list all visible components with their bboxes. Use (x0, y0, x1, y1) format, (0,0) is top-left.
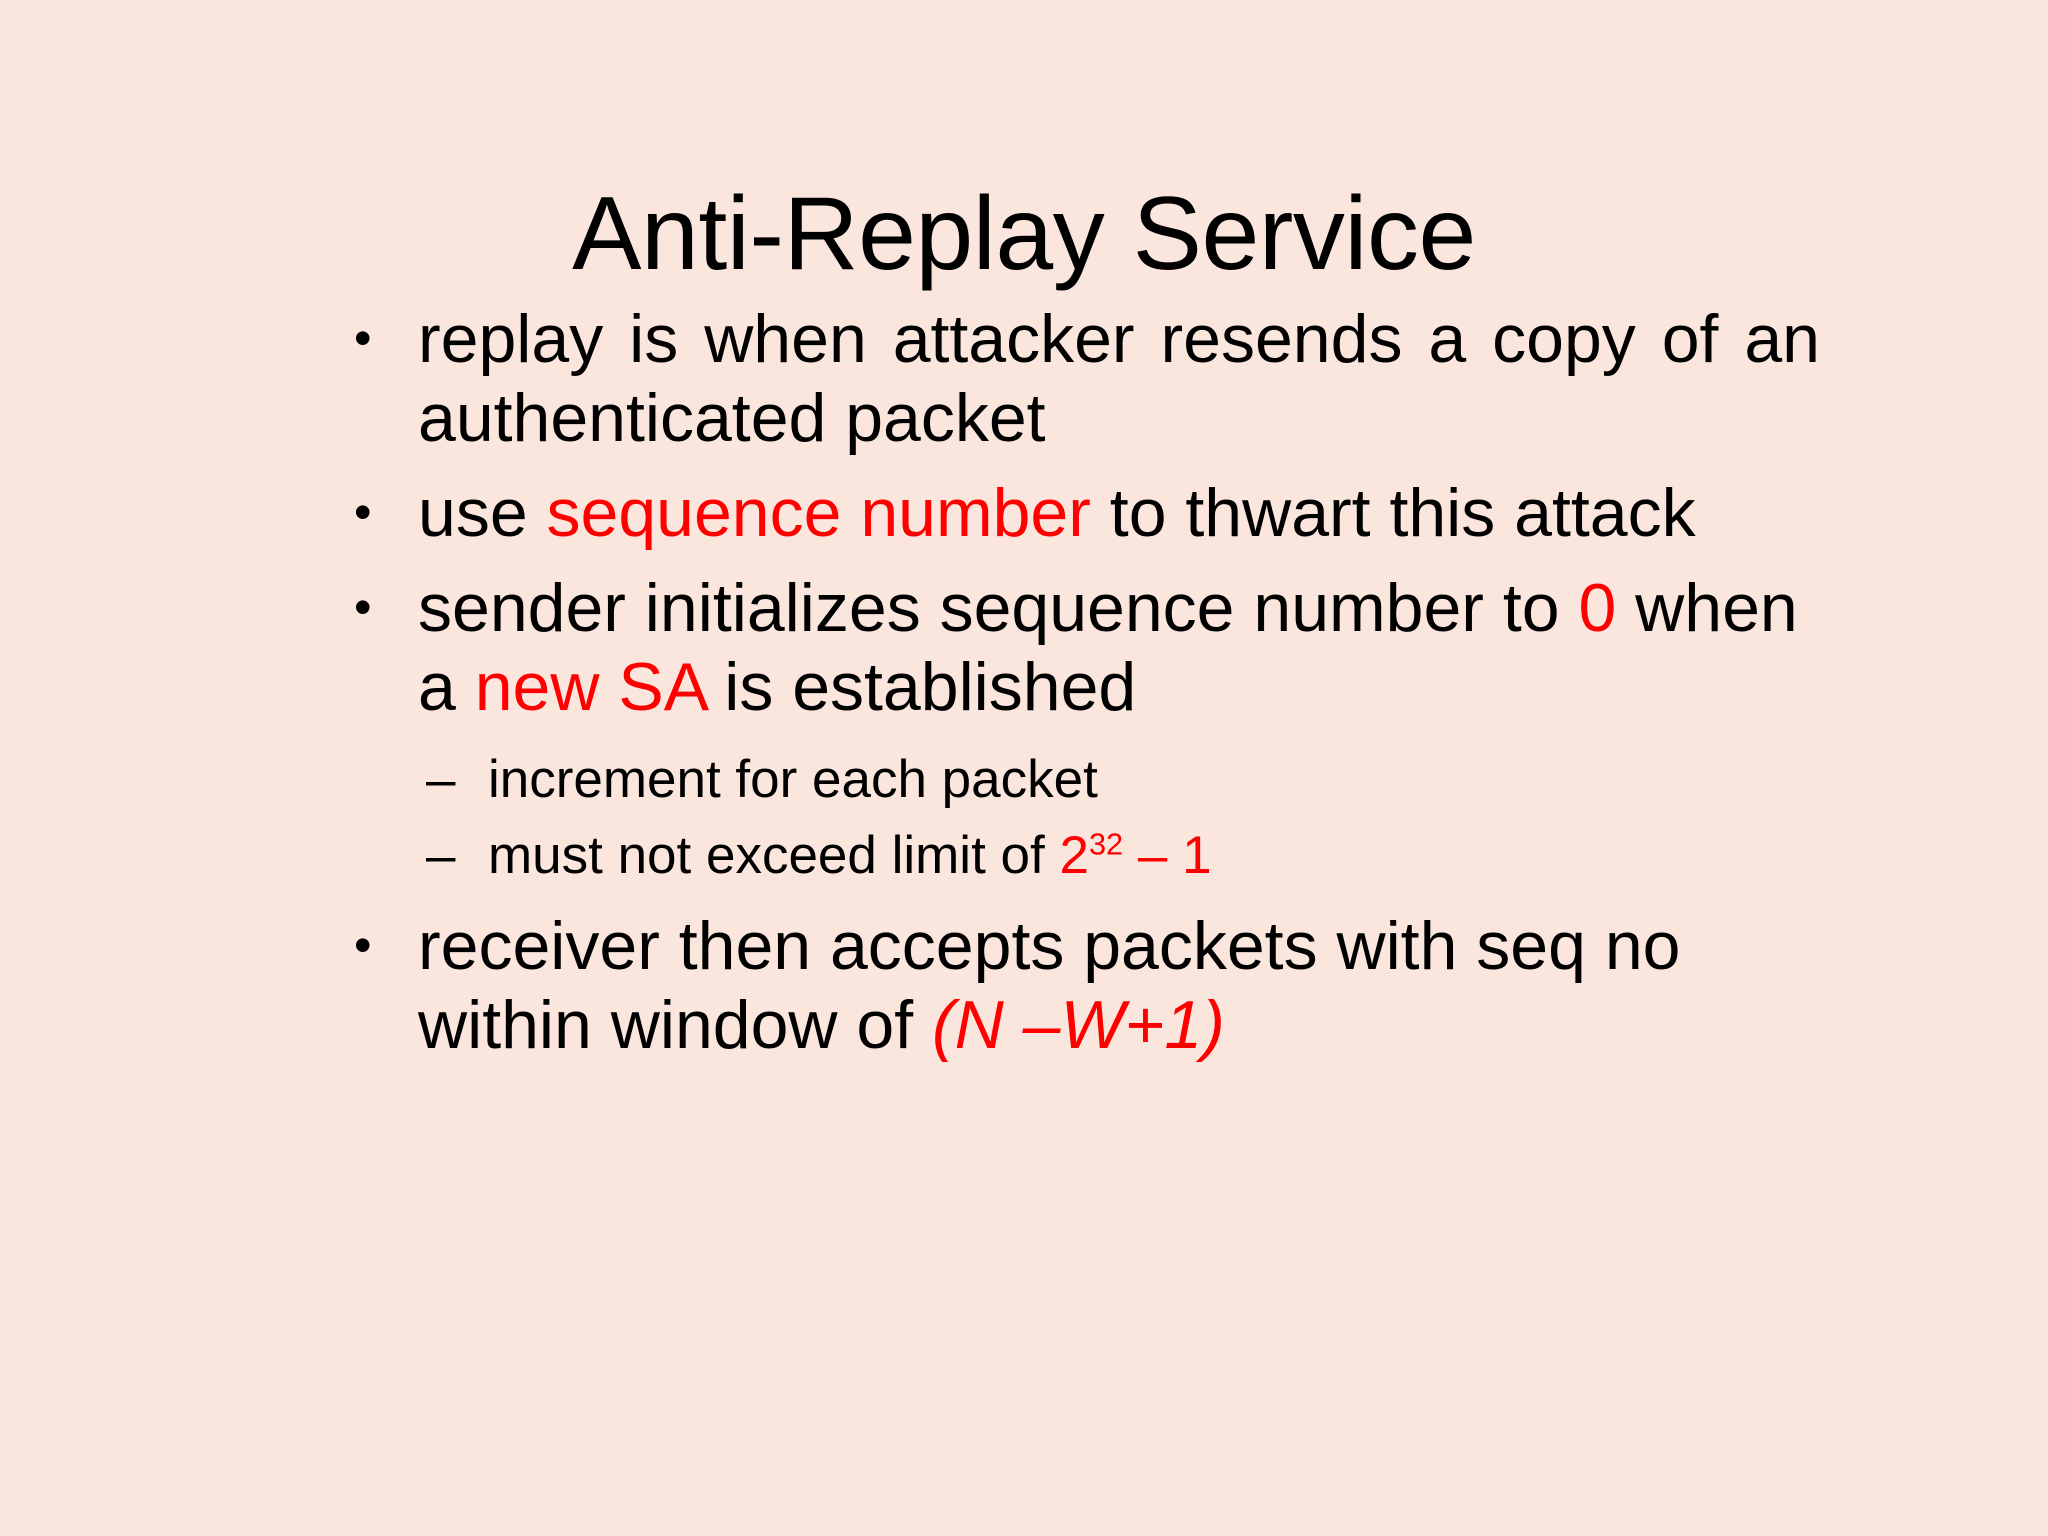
bullet-4-segment-0: receiver then accepts packets with seq n… (418, 907, 1681, 1063)
slide-body: • replay is when attacker resends a copy… (340, 300, 1820, 1081)
bullet-item-2: • use sequence number to thwart this att… (340, 474, 1820, 553)
sub-bullet-2-segment-0: must not exceed limit of (488, 825, 1060, 885)
bullet-marker-icon: • (354, 916, 372, 973)
bullet-3-segment-2: when a (418, 569, 1798, 725)
sub-bullet-text-1: increment for each packet (488, 750, 1098, 810)
dash-marker-icon: – (426, 825, 456, 885)
bullet-marker-icon: • (354, 310, 372, 366)
sub-bullet-2-base: 2 (1059, 825, 1089, 885)
bullet-3-segment-4: is established (705, 648, 1137, 725)
bullet-item-1: • replay is when attacker resends a copy… (340, 300, 1820, 458)
bullet-3-segment-1-highlight: 0 (1578, 569, 1617, 646)
sub-bullet-item-2: –must not exceed limit of 232 – 1 (340, 818, 1820, 893)
bullet-3-segment-0: sender initializes sequence number to (418, 569, 1579, 646)
bullet-marker-icon: • (354, 483, 372, 540)
bullet-1-segment-0: replay is when attacker resends a copy o… (418, 301, 1820, 456)
bullet-3-segment-3-highlight: new SA (474, 648, 706, 725)
bullet-text-2: use sequence number to thwart this attac… (418, 474, 1820, 553)
sub-bullet-item-1: – increment for each packet (340, 742, 1820, 817)
bullet-2-segment-1-highlight: sequence number (546, 474, 1091, 551)
dash-marker-icon: – (426, 750, 456, 810)
bullet-text-4: receiver then accepts packets with seq n… (418, 907, 1820, 1065)
bullet-marker-icon: • (354, 578, 372, 635)
bullet-item-4: • receiver then accepts packets with seq… (340, 907, 1820, 1065)
bullet-2-segment-2: to thwart this attack (1090, 474, 1696, 551)
bullet-4-formula: (N –W+1) (932, 986, 1225, 1063)
bullet-2-segment-0: use (418, 474, 547, 551)
bullet-text-1: replay is when attacker resends a copy o… (418, 300, 1820, 458)
slide-title: Anti-Replay Service (572, 175, 1476, 292)
bullet-text-3: sender initializes sequence number to 0 … (418, 569, 1820, 727)
sub-bullet-list: – increment for each packet –must not ex… (340, 742, 1820, 893)
bullet-item-3: • sender initializes sequence number to … (340, 569, 1820, 727)
sub-bullet-2-remainder: – 1 (1123, 825, 1212, 885)
sub-bullet-2-exponent: 32 (1088, 825, 1124, 861)
